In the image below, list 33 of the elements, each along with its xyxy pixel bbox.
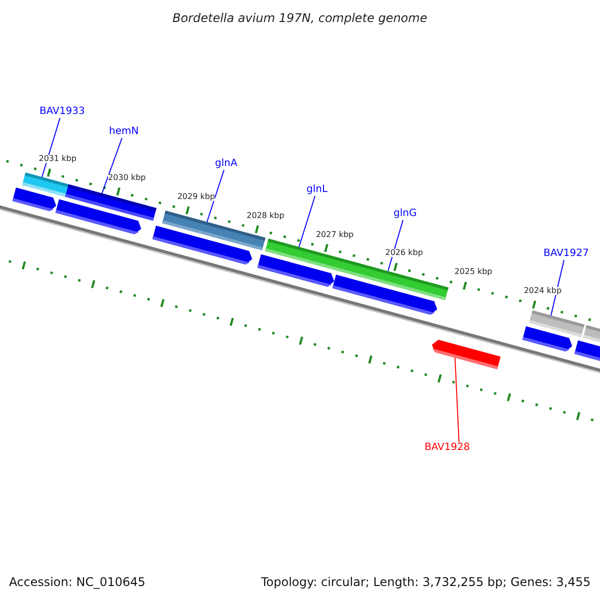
title: Bordetella avium 197N, complete genome — [172, 12, 428, 24]
scale-label: 2024 kbp — [524, 287, 562, 296]
leader-line — [206, 170, 224, 222]
leader-line — [454, 357, 460, 442]
coding-sequence-block — [332, 274, 438, 315]
leader-line — [298, 196, 316, 248]
gene-label: BAV1928 — [424, 443, 470, 453]
leader-line — [550, 260, 564, 316]
scale-label: 2025 kbp — [454, 268, 492, 276]
gene-label: BAV1933 — [40, 107, 85, 117]
scale-label: 2029 kbp — [177, 192, 216, 201]
footer-note: Topology: circular; Length: 3,732,255 bp; Genes: 3,455 — [261, 576, 591, 588]
gene-label: BAV1927 — [544, 249, 589, 259]
scale-label: 2026 kbp — [385, 249, 423, 258]
gene-label: glnA — [215, 159, 238, 169]
gene-feature-bar — [583, 325, 600, 344]
leader-line — [42, 118, 60, 178]
scale-label: 2028 kbp — [246, 212, 284, 220]
scale-label: 2027 kbp — [316, 230, 354, 239]
scale-label: 2030 kbp — [108, 174, 146, 182]
footer-note: Accession: NC_010645 — [9, 576, 146, 588]
coding-sequence-block — [12, 188, 56, 212]
coding-sequence-block — [55, 199, 142, 234]
gene-label: glnL — [306, 185, 328, 195]
gene-label: glnG — [394, 209, 417, 219]
coding-sequence-block — [522, 326, 572, 352]
coding-sequence-block — [432, 340, 501, 370]
coding-sequence-block — [257, 254, 334, 287]
coding-sequence-block — [574, 340, 600, 362]
coding-sequence-block — [152, 226, 252, 264]
scale-label: 2031 kbp — [38, 155, 76, 164]
leader-line — [102, 138, 122, 194]
gene-label: hemN — [109, 127, 139, 137]
